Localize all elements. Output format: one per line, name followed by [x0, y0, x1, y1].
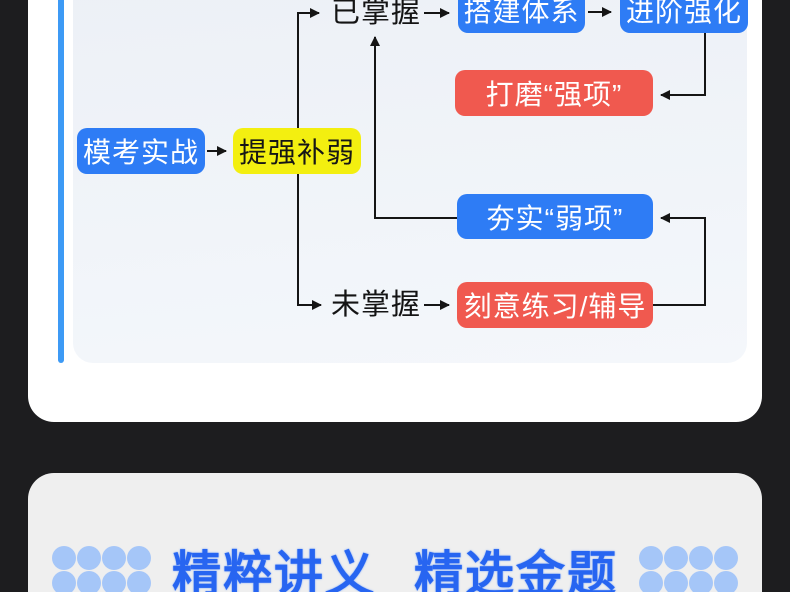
materials-heading-left: 精粹讲义 — [171, 548, 376, 592]
dot — [51, 571, 76, 592]
materials-heading-right: 精选金题 — [414, 548, 619, 592]
connector-practice-to-solidify — [653, 213, 706, 306]
dot — [101, 571, 126, 592]
dot — [639, 571, 664, 592]
accent-bar — [58, 0, 64, 363]
connector-advance-to-polish — [660, 33, 706, 100]
dot-cluster-right — [639, 546, 739, 592]
materials-card: 精粹讲义 精选金题 — [28, 473, 762, 592]
dot — [689, 546, 714, 570]
flowchart-connectors — [207, 7, 706, 310]
dot — [639, 546, 664, 570]
node-mock-exam: 模考实战 — [77, 128, 205, 174]
connector-improve-to-mastered — [297, 8, 320, 128]
label-not-mastered: 未掌握 — [330, 289, 421, 321]
dot — [664, 546, 689, 570]
dot — [664, 571, 689, 592]
dot — [76, 571, 101, 592]
dot — [101, 546, 126, 570]
node-deliberate-practice: 刻意练习/辅导 — [457, 282, 653, 328]
dot — [714, 546, 739, 570]
label-mastered: 已掌握 — [330, 0, 421, 29]
connector-improve-to-notmastered — [297, 174, 322, 310]
node-solidify-weak-points: 夯实“弱项” — [457, 194, 653, 239]
dot — [689, 571, 714, 592]
node-polish-strong-points: 打磨“强项” — [455, 70, 653, 116]
dot — [51, 546, 76, 570]
node-build-system: 搭建体系 — [458, 0, 585, 33]
dot — [126, 546, 151, 570]
dot — [76, 546, 101, 570]
materials-heading: 精粹讲义 精选金题 — [172, 535, 618, 592]
node-advanced-reinforce: 进阶强化 — [620, 0, 748, 33]
connector-solidify-to-mastered — [370, 36, 457, 219]
materials-heading-row: 精粹讲义 精选金题 — [28, 535, 762, 592]
dot — [714, 571, 739, 592]
dot — [126, 571, 151, 592]
dot-cluster-left — [51, 546, 151, 592]
node-improve-strength: 提强补弱 — [233, 128, 361, 174]
